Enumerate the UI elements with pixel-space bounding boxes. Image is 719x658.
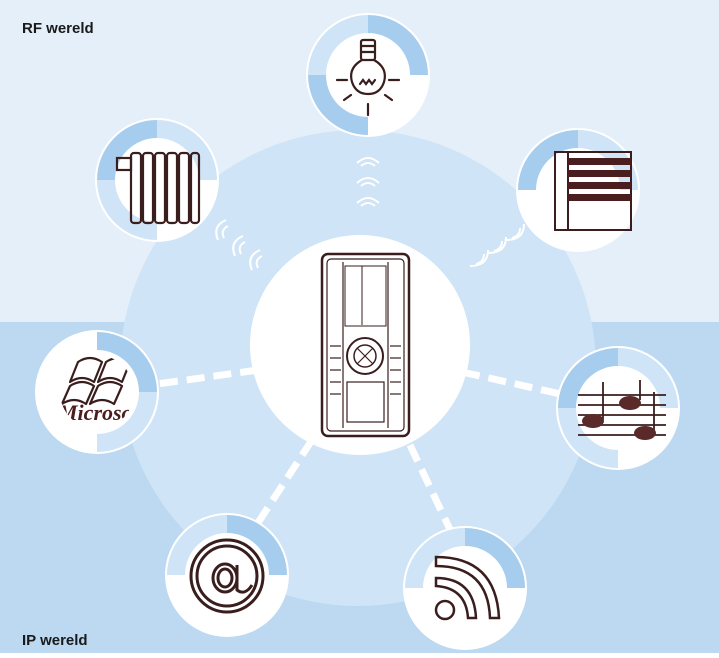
link-rss [406, 443, 459, 542]
at-sign-icon [189, 538, 265, 614]
ip-world-label: IP wereld [22, 632, 88, 649]
window-blind-node [516, 128, 640, 252]
rf-signal-radiator [215, 219, 263, 271]
center-disc [250, 235, 470, 455]
ip-links [149, 366, 566, 542]
radiator-node [95, 118, 219, 242]
lightbulb-node [306, 13, 430, 137]
rf-signal-blind [469, 223, 525, 267]
rss-feed-icon [434, 555, 501, 621]
rf-signal-lightbulb [356, 157, 380, 207]
music-notes-icon [578, 380, 666, 440]
windows-node: Microsoft [35, 330, 159, 454]
radiator-icon [115, 151, 201, 225]
window-blind-icon [554, 151, 632, 231]
rf-world-label: RF wereld [22, 20, 94, 37]
rss-node [403, 526, 527, 650]
music-node [556, 346, 680, 470]
at-node [165, 513, 289, 637]
remote-control-icon [320, 252, 411, 438]
link-music [461, 368, 566, 399]
lightbulb-icon [335, 38, 401, 117]
link-at [247, 438, 315, 537]
link-windows [149, 366, 259, 389]
